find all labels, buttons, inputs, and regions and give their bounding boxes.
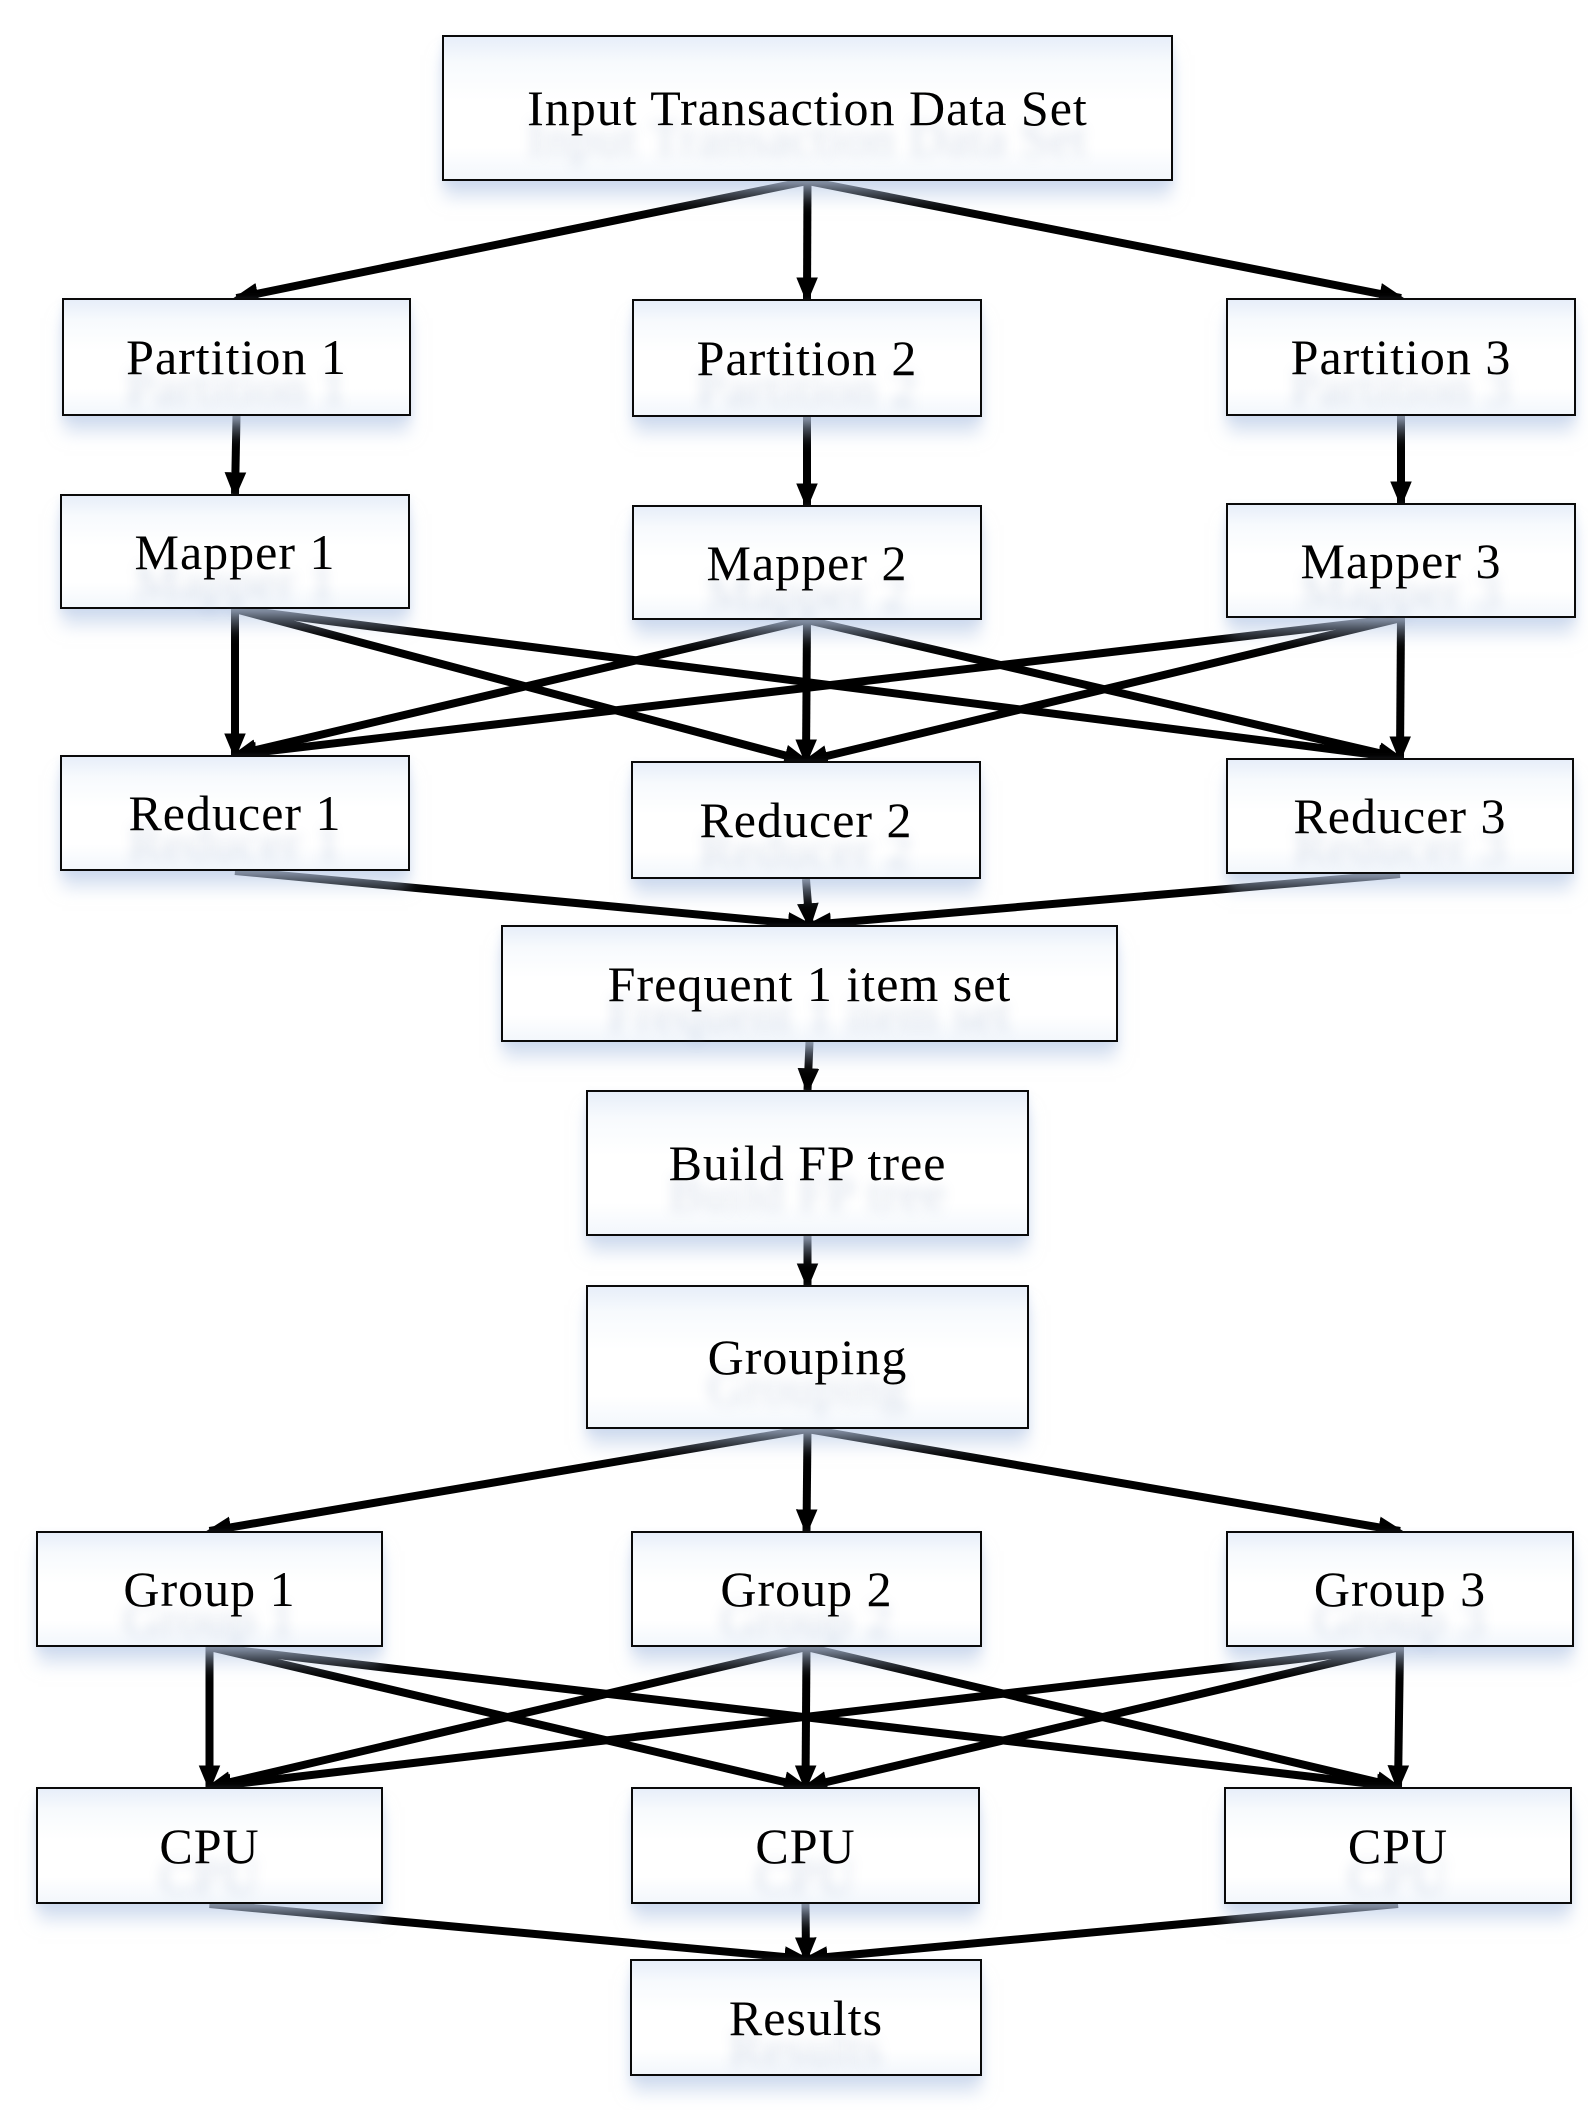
node-label-group2: Group 2: [720, 1561, 893, 1617]
node-cpu3: CPU: [1224, 1787, 1572, 1904]
node-partition2: Partition 2: [632, 299, 982, 417]
edge-frequent-buildfp: [797, 1041, 820, 1095]
node-input: Input Transaction Data Set: [442, 35, 1173, 181]
node-label-reducer2: Reducer 2: [699, 792, 913, 848]
edge-reducer3-frequent: [805, 870, 1401, 934]
node-label-group1: Group 1: [123, 1561, 296, 1617]
edge-group3-cpu2: [801, 1643, 1401, 1793]
edge-group3-cpu3: [1387, 1646, 1410, 1792]
edge-mapper3-reducer1: [230, 614, 1402, 764]
node-label-frequent: Frequent 1 item set: [607, 955, 1012, 1012]
node-label-buildfp: Build FP tree: [668, 1135, 947, 1191]
node-frequent: Frequent 1 item set: [501, 925, 1118, 1042]
node-label-input: Input Transaction Data Set: [527, 80, 1088, 136]
edge-reducer1-frequent: [234, 867, 814, 934]
node-partition3: Partition 3: [1226, 298, 1576, 416]
node-group3: Group 3: [1226, 1531, 1574, 1647]
node-mapper1: Mapper 1: [60, 494, 410, 609]
node-mapper3: Mapper 3: [1226, 503, 1576, 618]
node-reducer3: Reducer 3: [1226, 758, 1574, 874]
edge-grouping-group1: [205, 1425, 809, 1539]
node-mapper2: Mapper 2: [632, 505, 982, 620]
edge-reducer2-frequent: [797, 878, 819, 930]
node-partition1: Partition 1: [62, 298, 411, 416]
node-group2: Group 2: [631, 1531, 982, 1647]
node-label-partition1: Partition 1: [126, 329, 347, 385]
node-label-group3: Group 3: [1313, 1561, 1487, 1617]
edge-group3-cpu1: [205, 1643, 1401, 1796]
node-results: Results: [630, 1959, 982, 2076]
node-label-reducer3: Reducer 3: [1293, 788, 1507, 844]
node-label-mapper1: Mapper 1: [134, 523, 336, 580]
node-label-mapper2: Mapper 2: [706, 534, 908, 591]
edge-mapper3-reducer2: [801, 614, 1402, 767]
node-label-partition2: Partition 2: [696, 330, 918, 386]
node-cpu2: CPU: [631, 1787, 980, 1904]
node-reducer2: Reducer 2: [631, 761, 981, 879]
node-label-results: Results: [728, 1989, 884, 2046]
node-grouping: Grouping: [586, 1285, 1029, 1429]
node-group1: Group 1: [36, 1531, 383, 1647]
edge-input-partition2: [796, 180, 818, 304]
edge-cpu3-results: [801, 1900, 1399, 1968]
node-reducer1: Reducer 1: [60, 755, 410, 871]
node-label-cpu3: CPU: [1347, 1817, 1449, 1874]
edge-group2-cpu1: [205, 1643, 808, 1793]
node-cpu1: CPU: [36, 1787, 383, 1904]
node-label-partition3: Partition 3: [1290, 329, 1512, 385]
edge-mapper2-reducer1: [230, 616, 808, 761]
node-label-grouping: Grouping: [707, 1329, 908, 1385]
edge-partition1-mapper1: [224, 415, 247, 499]
edge-mapper3-reducer3: [1389, 617, 1411, 763]
edge-grouping-group2: [795, 1428, 818, 1536]
node-label-cpu1: CPU: [159, 1817, 260, 1874]
edge-input-partition3: [806, 177, 1406, 305]
node-label-cpu2: CPU: [755, 1817, 856, 1874]
edge-cpu2-results: [794, 1903, 817, 1964]
edge-grouping-group3: [806, 1425, 1405, 1539]
node-buildfp: Build FP tree: [586, 1090, 1029, 1236]
edge-input-partition1: [232, 177, 809, 305]
node-label-reducer1: Reducer 1: [128, 785, 342, 841]
edge-cpu1-results: [209, 1900, 811, 1968]
node-label-mapper3: Mapper 3: [1300, 532, 1502, 589]
